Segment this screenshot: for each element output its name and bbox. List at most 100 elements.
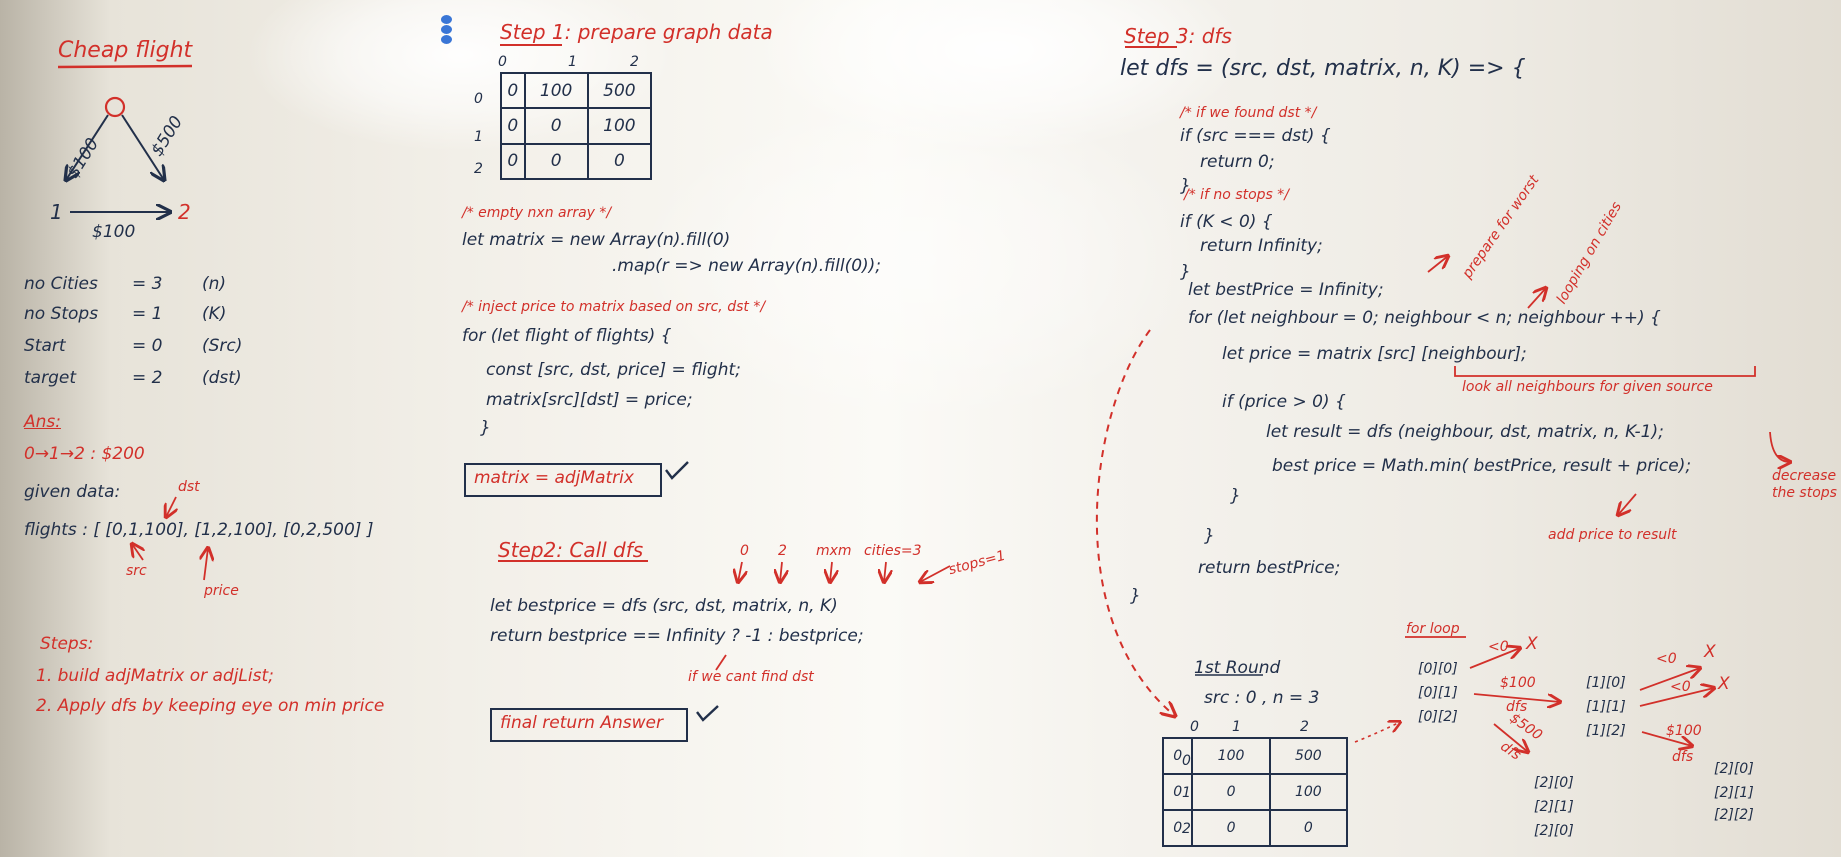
round-col-header: 1 bbox=[1232, 719, 1241, 735]
param-value: = 1 bbox=[132, 304, 163, 324]
given-label: given data: bbox=[24, 482, 121, 502]
param-name: no Cities bbox=[24, 274, 98, 294]
note-add: add price to result bbox=[1548, 527, 1677, 543]
step-item: 2. Apply dfs by keeping eye on min price bbox=[36, 696, 385, 716]
matrix-cell: 0 bbox=[1161, 773, 1194, 811]
code-line: return bestprice == Infinity ? -1 : best… bbox=[490, 626, 864, 646]
step2-result-box bbox=[490, 708, 688, 742]
given-price-label: price bbox=[204, 583, 239, 599]
step2-annot: 2 bbox=[778, 543, 787, 559]
loop-index: [0][0] bbox=[1418, 661, 1458, 677]
loop-x-mark: X bbox=[1718, 674, 1730, 694]
loop-index: [2][0] bbox=[1534, 775, 1574, 791]
code-line: let price = matrix [src] [neighbour]; bbox=[1222, 344, 1527, 364]
step2-heading: Step2: Call dfs bbox=[498, 538, 644, 562]
code-line: .map(r => new Array(n).fill(0)); bbox=[612, 256, 882, 276]
loop-index: [2][1] bbox=[1714, 785, 1754, 801]
graph-node-0: 0 bbox=[109, 98, 120, 115]
code-line: return 0; bbox=[1200, 152, 1275, 172]
code-line: } bbox=[1180, 262, 1191, 282]
matrix-cell: 500 bbox=[586, 71, 653, 110]
step3-comment: /* if we found dst */ bbox=[1180, 105, 1317, 121]
note-decrease: decrease the stops bbox=[1772, 468, 1837, 501]
code-line: let matrix = new Array(n).fill(0) bbox=[462, 230, 731, 250]
step1-row-header: 1 bbox=[474, 129, 483, 145]
loop-index: [2][1] bbox=[1534, 799, 1574, 815]
code-line: } bbox=[480, 418, 491, 438]
matrix-cell: 0 bbox=[586, 142, 653, 181]
code-line: matrix[src][dst] = price; bbox=[486, 390, 693, 410]
step2-note: if we cant find dst bbox=[688, 669, 814, 685]
code-line: } bbox=[1204, 526, 1215, 546]
round-params: src : 0 , n = 3 bbox=[1204, 688, 1320, 708]
matrix-cell: 100 bbox=[1268, 773, 1349, 811]
code-line: } bbox=[1130, 586, 1141, 606]
matrix-cell: 100 bbox=[1191, 737, 1271, 775]
step1-comment: /* inject price to matrix based on src, … bbox=[462, 299, 766, 315]
matrix-cell: 100 bbox=[523, 71, 589, 110]
matrix-cell: 0 bbox=[500, 107, 526, 145]
code-line: } bbox=[1230, 486, 1241, 506]
step1-col-header: 2 bbox=[630, 54, 639, 70]
step1-result-box bbox=[464, 463, 662, 497]
flights-array: flights : [ [0,1,100], [1,2,100], [0,2,5… bbox=[24, 520, 374, 540]
loop-index: [1][0] bbox=[1586, 675, 1626, 691]
step1-col-header: 0 bbox=[498, 54, 507, 70]
code-line: let result = dfs (neighbour, dst, matrix… bbox=[1266, 422, 1664, 442]
matrix-cell: 0 bbox=[1268, 809, 1349, 847]
step3-comment: /* if no stops */ bbox=[1184, 187, 1290, 203]
loop-index: [1][1] bbox=[1586, 699, 1626, 715]
step2-annot: mxm bbox=[816, 543, 852, 559]
param-var: (n) bbox=[202, 274, 227, 294]
step-item: 1. build adjMatrix or adjList; bbox=[36, 666, 274, 686]
code-line: } bbox=[1180, 176, 1191, 196]
loop-lt0: <0 bbox=[1670, 679, 1691, 695]
loop-dfs: dfs bbox=[1506, 699, 1528, 715]
matrix-cell: 100 bbox=[586, 107, 653, 145]
step1-col-header: 1 bbox=[568, 54, 577, 70]
round-col-header: 2 bbox=[1300, 719, 1309, 735]
given-dst-label: dst bbox=[178, 479, 200, 495]
given-src-label: src bbox=[126, 563, 147, 579]
loop-price: $100 bbox=[1666, 723, 1702, 739]
answer-value: 0→1→2 : $200 bbox=[24, 444, 145, 464]
loop-index: [0][2] bbox=[1418, 709, 1458, 725]
matrix-cell: 0 bbox=[1161, 737, 1194, 775]
step2-annot: 0 bbox=[740, 543, 749, 559]
matrix-cell: 0 bbox=[1161, 809, 1194, 847]
param-value: = 2 bbox=[132, 368, 163, 388]
step1-row-header: 2 bbox=[474, 161, 483, 177]
loop-x-mark: X bbox=[1704, 642, 1716, 662]
matrix-cell: 500 bbox=[1268, 737, 1349, 775]
matrix-cell: 0 bbox=[500, 71, 526, 110]
step2-annot: cities=3 bbox=[864, 543, 922, 559]
steps-label: Steps: bbox=[40, 634, 94, 654]
loop-index: [2][0] bbox=[1534, 823, 1574, 839]
round-label: 1st Round bbox=[1194, 658, 1281, 678]
step1-row-header: 0 bbox=[474, 91, 483, 107]
code-line: return Infinity; bbox=[1200, 236, 1323, 256]
param-value: = 0 bbox=[132, 336, 163, 356]
graph-node-2: 2 bbox=[178, 200, 191, 224]
param-value: = 3 bbox=[132, 274, 163, 294]
round-col-header: 0 bbox=[1190, 719, 1199, 735]
step1-heading: Step 1: prepare graph data bbox=[500, 20, 773, 44]
step1-result: matrix = adjMatrix bbox=[474, 468, 634, 488]
drag-handle-icon[interactable] bbox=[440, 15, 454, 45]
loop-lt0: <0 bbox=[1656, 651, 1677, 667]
param-var: (dst) bbox=[202, 368, 242, 388]
step3-heading: Step 3: dfs bbox=[1124, 24, 1232, 48]
step2-result: final return Answer bbox=[500, 713, 663, 733]
code-line: if (K < 0) { bbox=[1180, 212, 1273, 232]
code-line: for (let neighbour = 0; neighbour < n; n… bbox=[1188, 308, 1661, 328]
edge-label-1-2: $100 bbox=[92, 222, 136, 242]
matrix-cell: 0 bbox=[523, 142, 589, 181]
param-name: no Stops bbox=[24, 304, 99, 324]
code-line: return bestPrice; bbox=[1198, 558, 1341, 578]
loop-label: for loop bbox=[1406, 621, 1460, 637]
loop-price: $100 bbox=[1500, 675, 1536, 691]
code-line: if (src === dst) { bbox=[1180, 126, 1331, 146]
